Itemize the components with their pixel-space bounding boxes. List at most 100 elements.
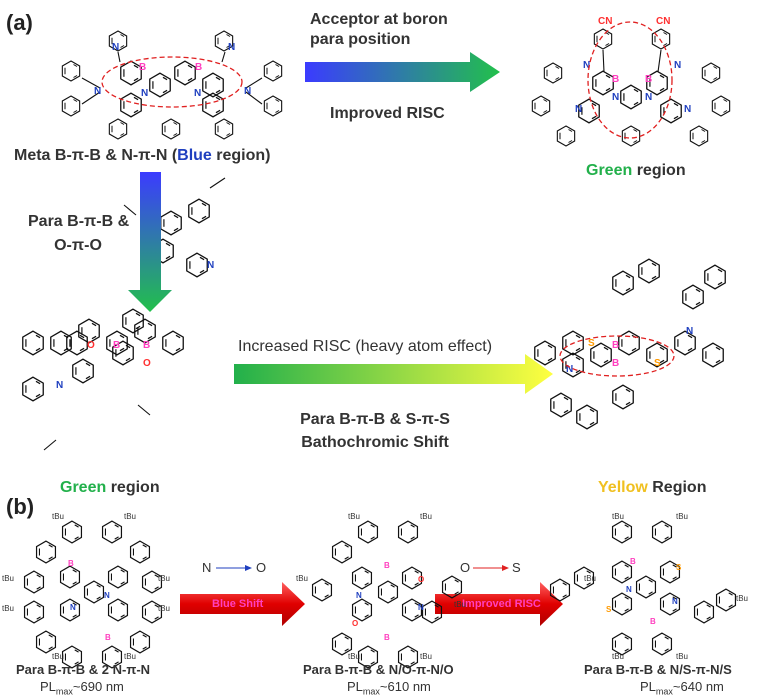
- svg-text:B: B: [612, 74, 619, 85]
- tbu-label: tBu: [124, 652, 137, 661]
- mol2-pl-sub: max: [362, 686, 380, 696]
- mid-arrow-above: Increased RISC (heavy atom effect): [238, 338, 493, 355]
- tbu-label: tBu: [348, 652, 361, 661]
- svg-text:N: N: [56, 380, 63, 391]
- caption-bottom-left-green: Green region: [60, 479, 160, 497]
- arrow-mid-horizontal: [234, 354, 553, 394]
- arrow-improved-risc: [435, 582, 563, 626]
- mol3-pl-value: ~640 nm: [672, 679, 724, 694]
- svg-text:O: O: [87, 340, 95, 351]
- svg-text:B: B: [68, 559, 74, 568]
- mol1-pl-sub: max: [55, 686, 73, 696]
- mol3-pl-prefix: PL: [640, 679, 656, 694]
- tbu-label: tBu: [676, 512, 689, 521]
- molecule-meta-b-pi-b: N N N N N N B B: [61, 30, 283, 140]
- arrow2-label: Improved RISC: [462, 598, 541, 610]
- tbu-label: tBu: [124, 512, 137, 521]
- molecule-para-acceptor: CN CN N N N N N N B B: [531, 16, 731, 147]
- svg-text:N: N: [566, 364, 573, 375]
- svg-text:B: B: [384, 633, 390, 642]
- svg-text:O: O: [418, 575, 424, 584]
- caption-bottom-left-suffix: region: [106, 479, 160, 496]
- molecule-b2: B B O O N N: [311, 520, 463, 669]
- mol2-pl-prefix: PL: [347, 679, 363, 694]
- tbu-label: tBu: [52, 652, 65, 661]
- tbu-label: tBu: [2, 574, 15, 583]
- arrow-blue-shift: [180, 582, 305, 626]
- svg-text:S: S: [654, 358, 661, 369]
- svg-text:CN: CN: [598, 16, 612, 27]
- svg-text:B: B: [612, 358, 619, 369]
- svg-text:S: S: [588, 338, 595, 349]
- caption-blue-word: Blue: [177, 147, 212, 164]
- top-arrow-label: Acceptor at boron para position: [310, 10, 448, 50]
- caption-meta-suffix: region): [211, 147, 271, 164]
- svg-text:N: N: [684, 104, 691, 115]
- mid-arrow-below: Para B-π-B & S-π-S Bathochromic Shift: [270, 408, 480, 454]
- tbu-label: tBu: [296, 574, 309, 583]
- svg-text:N: N: [94, 86, 101, 97]
- caption-yellow-word: Yellow: [598, 479, 648, 496]
- arrow1-from-atom: N: [202, 560, 212, 575]
- svg-text:N: N: [70, 603, 76, 612]
- svg-text:N: N: [207, 260, 214, 271]
- molecule-b1: B B N N: [23, 520, 163, 669]
- svg-text:N: N: [228, 42, 235, 53]
- arrow2-from-atom: O: [460, 560, 471, 575]
- mol2-name: Para B-π-B & N/O-π-N/O: [303, 662, 454, 677]
- arrow-down-vertical: [128, 172, 172, 312]
- svg-text:N: N: [612, 92, 619, 103]
- svg-text:N: N: [104, 591, 110, 600]
- svg-text:B: B: [650, 617, 656, 626]
- svg-text:B: B: [105, 633, 111, 642]
- caption-green-word-2: Green: [60, 479, 107, 496]
- svg-text:N: N: [626, 585, 632, 594]
- svg-text:N: N: [356, 591, 362, 600]
- arrow-o-to-s-small: [473, 565, 509, 571]
- svg-text:N: N: [244, 86, 251, 97]
- svg-text:N: N: [418, 603, 424, 612]
- svg-text:B: B: [139, 62, 146, 73]
- tbu-label: tBu: [584, 574, 597, 583]
- top-arrow-line2: para position: [310, 31, 411, 48]
- molecule-b3: B B S S N N: [549, 520, 737, 656]
- caption-meta-blue-region: Meta B-π-B & N-π-N (Blue region): [14, 147, 271, 165]
- down-arrow-label: Para B-π-B & O-π-O: [28, 210, 130, 258]
- caption-meta-prefix: Meta B-π-B & N-π-N (: [14, 147, 178, 164]
- molecule-para-o-pi-o: O O B B N N: [22, 177, 226, 451]
- molecule-para-s-pi-s: S S B B N N: [534, 258, 726, 430]
- tbu-label: tBu: [676, 652, 689, 661]
- svg-text:N: N: [575, 104, 582, 115]
- svg-text:N: N: [112, 42, 119, 53]
- tbu-label: tBu: [348, 512, 361, 521]
- svg-text:N: N: [686, 326, 693, 337]
- tbu-label: tBu: [420, 652, 433, 661]
- mol1-pl: PLmax~690 nm: [40, 679, 124, 696]
- mol1-pl-value: ~690 nm: [72, 679, 124, 694]
- svg-text:N: N: [672, 597, 678, 606]
- tbu-label: tBu: [158, 574, 171, 583]
- svg-text:B: B: [384, 561, 390, 570]
- tbu-label: tBu: [736, 594, 749, 603]
- arrow1-label: Blue Shift: [212, 598, 264, 610]
- mid-arrow-below-line2: Bathochromic Shift: [301, 434, 449, 451]
- tbu-label: tBu: [52, 512, 65, 521]
- tbu-label: tBu: [420, 512, 433, 521]
- arrow1-to-atom: O: [256, 560, 267, 575]
- svg-text:O: O: [352, 619, 358, 628]
- panel-label-b: (b): [6, 494, 35, 519]
- svg-text:CN: CN: [656, 16, 670, 27]
- svg-text:B: B: [113, 340, 120, 351]
- down-arrow-line1: Para B-π-B &: [28, 213, 130, 230]
- tbu-label: tBu: [158, 604, 171, 613]
- caption-top-right-green: Green region: [586, 162, 686, 180]
- mol1-name: Para B-π-B & 2 N-π-N: [16, 662, 151, 677]
- mid-arrow-below-line1: Para B-π-B & S-π-S: [300, 411, 450, 428]
- caption-top-right-suffix: region: [632, 162, 686, 179]
- tbu-label: tBu: [612, 652, 625, 661]
- svg-text:S: S: [606, 605, 612, 614]
- svg-text:B: B: [143, 340, 150, 351]
- top-arrow-below: Improved RISC: [330, 105, 445, 122]
